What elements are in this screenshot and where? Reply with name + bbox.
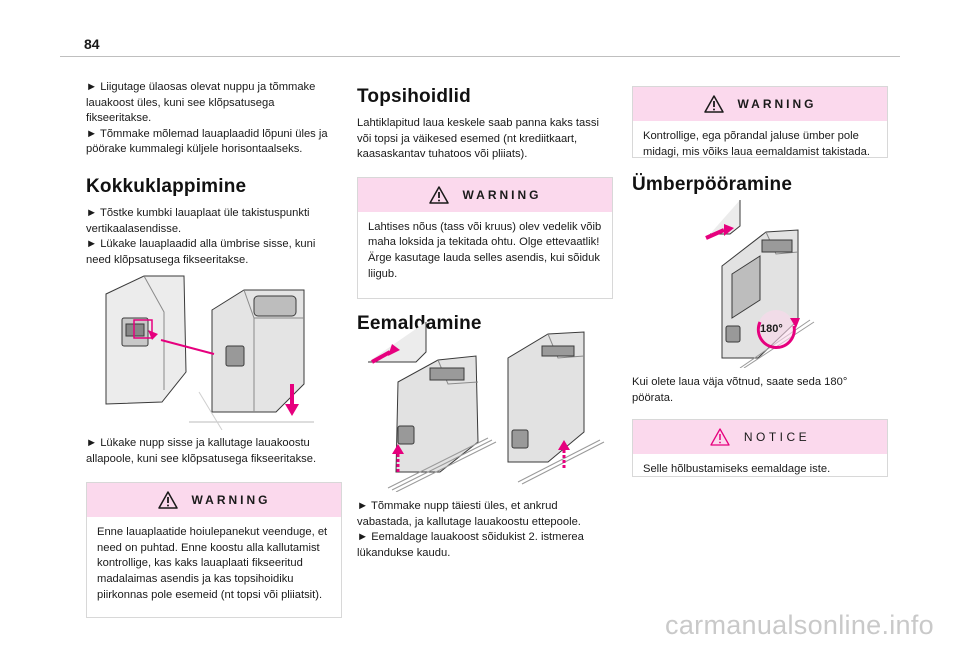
removal-step-1: Tõmmake nupp täiesti üles, et ankrud vab… — [357, 499, 613, 530]
heading-kokkuklappimine: Kokkuklappimine — [86, 175, 247, 197]
page-number: 84 — [84, 36, 100, 52]
warning-header: WARNING — [87, 483, 341, 518]
warning-box-2: WARNING Lahtises nõus (tass või kruus) o… — [357, 176, 613, 299]
intro-step-2: Tõmmake mõlemad lauaplaadid lõpuni üles … — [86, 127, 342, 158]
removal-step-2: Eemaldage lauakoost sõidukist 2. istmere… — [357, 530, 613, 561]
heading-umberpooramine: Ümberpööramine — [632, 174, 793, 195]
notice-box: NOTICE Selle hõlbustamiseks eemaldage is… — [632, 419, 888, 478]
column-1: Liigutage ülaosas olevat nuppu ja tõmmak… — [86, 80, 342, 268]
rotation-illustration: 180° — [705, 200, 815, 368]
warning-title: WARNING — [737, 97, 817, 111]
notice-text: Selle hõlbustamiseks eemaldage iste. — [633, 454, 887, 487]
notice-title: NOTICE — [743, 430, 811, 445]
removal-illustration — [368, 322, 605, 492]
watermark: carmanualsonline.info — [665, 610, 934, 640]
warning-line: Kontrollige, ega põrandal jaluse ümber p… — [643, 130, 870, 158]
warning-text: Lahtises nõus (tass või kruus) olev vede… — [358, 212, 612, 291]
heading-eemaldamine: Eemaldamine — [357, 312, 482, 334]
column-2-lower: Tõmmake nupp täiesti üles, et ankrud vab… — [357, 499, 613, 561]
notice-line: Selle hõlbustamiseks eemaldage iste. — [643, 463, 831, 476]
column-1-lower: Lükake nupp sisse ja kallutage lauakoost… — [86, 436, 342, 619]
warning-text: Kontrollige, ega põrandal jaluse ümber p… — [633, 121, 887, 169]
warning-icon — [157, 491, 178, 509]
warning-line: Enne lauaplaatide hoiulepanekut veenduge… — [97, 526, 328, 601]
warning-line: Ärge kasutage lauda selles asendis, kui … — [368, 251, 600, 280]
cupholder-text: Lahtiklapitud laua keskele saab panna ka… — [357, 117, 599, 161]
warning-header: WARNING — [633, 87, 887, 121]
angle-label: 180° — [760, 323, 783, 335]
rotation-text: Kui olete laua väja võtnud, saate seda 1… — [632, 376, 848, 404]
fold-step-1: Tõstke kumbki lauaplaat üle takistuspunk… — [86, 206, 342, 237]
notice-icon — [710, 428, 730, 446]
column-2: Topsihoidlid Lahtiklapitud laua keskele … — [357, 86, 613, 335]
warning-icon — [428, 186, 449, 204]
warning-icon — [703, 95, 724, 113]
fold-illustration — [105, 275, 314, 430]
intro-step-1: Liigutage ülaosas olevat nuppu ja tõmmak… — [86, 80, 342, 127]
fold-step-3: Lükake nupp sisse ja kallutage lauakoost… — [86, 436, 342, 467]
warning-line: Lahtises nõus (tass või kruus) olev vede… — [368, 220, 602, 249]
warning-title: WARNING — [191, 493, 271, 508]
column-3: WARNING Kontrollige, ega põrandal jaluse… — [632, 86, 888, 196]
warning-box-1: WARNING Enne lauaplaatide hoiulepanekut … — [86, 482, 342, 619]
fold-step-2: Lükake lauaplaadid alla ümbrise sisse, k… — [86, 237, 342, 268]
warning-header: WARNING — [358, 177, 612, 212]
heading-topsihoidlid: Topsihoidlid — [357, 86, 471, 107]
warning-box-3: WARNING Kontrollige, ega põrandal jaluse… — [632, 86, 888, 158]
warning-title: WARNING — [462, 187, 542, 202]
top-divider — [60, 56, 900, 57]
notice-header: NOTICE — [633, 420, 887, 455]
warning-text: Enne lauaplaatide hoiulepanekut veenduge… — [87, 517, 341, 612]
column-3-lower: Kui olete laua väja võtnud, saate seda 1… — [632, 375, 888, 478]
